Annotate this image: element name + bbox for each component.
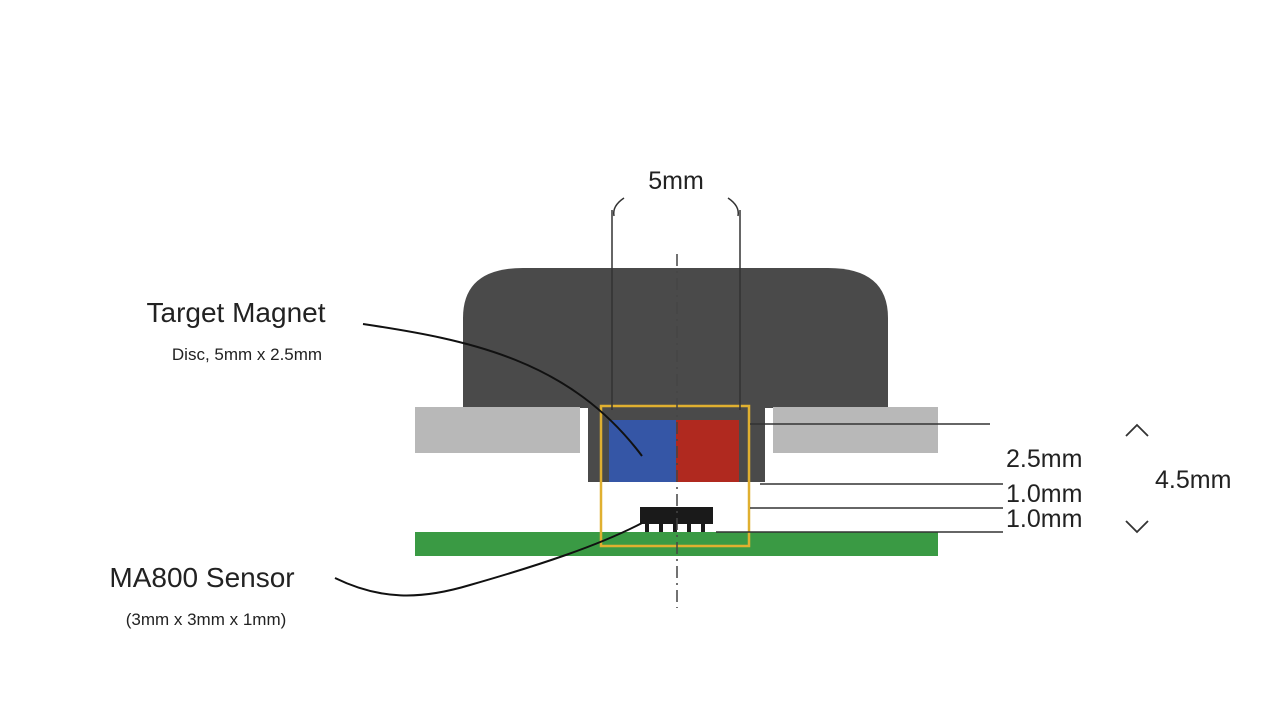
magnet-leader-line (362, 323, 643, 457)
magnet-height-label: 2.5mm (1006, 445, 1082, 473)
sensor-leader-line (334, 522, 643, 597)
mounting-plate-right (773, 407, 938, 453)
sensor-subtitle: (3mm x 3mm x 1mm) (126, 610, 287, 629)
width-dimension (611, 197, 741, 410)
magnet-title: Target Magnet (147, 297, 326, 328)
magnet-subtitle: Disc, 5mm x 2.5mm (172, 345, 322, 364)
sensor-height-label: 1.0mm (1006, 505, 1082, 533)
stack-outline (599, 404, 751, 548)
mounting-plate-left (415, 407, 580, 453)
magnet-south-half (676, 420, 739, 482)
knob-body (463, 268, 888, 408)
sensor-title: MA800 Sensor (109, 562, 294, 593)
height-leader-lines (716, 423, 1003, 533)
total-height-label: 4.5mm (1155, 466, 1231, 494)
sensor-chip (640, 507, 713, 532)
total-height-arrows (1125, 423, 1149, 534)
gap-height-label: 1.0mm (1006, 480, 1082, 508)
width-label: 5mm (648, 167, 704, 195)
